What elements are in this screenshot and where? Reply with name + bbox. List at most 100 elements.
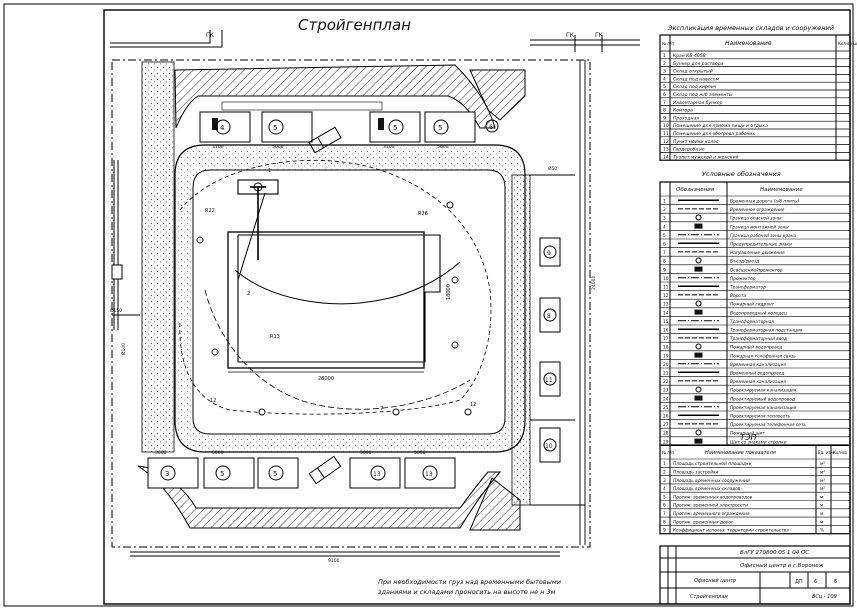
tep-row-name: Площадь временных сооружений [673,478,750,484]
sheet-frame [3,3,854,607]
plan-tag-1: 2 [247,291,250,297]
legend-symbol [694,266,703,272]
tower-crane-top [237,179,279,260]
legend-row-name: Щит со знаками стропки [730,439,787,445]
dim-top-4: 5000 [437,144,449,150]
shed-label-11: 9 [547,250,551,257]
tep-row-num: 2 [663,470,666,476]
legend-symbol [695,429,702,436]
tep-head-num: № п/п [662,450,674,455]
legend-symbol [695,343,702,350]
legend-row-name: Пожарный водопровод [730,345,783,351]
radius-label-3: R26 [418,211,428,217]
stamp-drawing-name: Стройгенплан [690,594,728,600]
explication-row-num: 13 [663,147,669,153]
legend-row-num: 7 [663,250,666,256]
shed-label-4: 5 [438,124,442,132]
legend-row-name: Временный водопровод [730,371,784,377]
legend-row-num: 15 [663,319,669,325]
dim-left-1: Ø150 [110,307,122,314]
plan-tag-5: 12 [210,398,216,404]
explication-row-name: Помещение для обогрева рабочих [673,131,755,137]
plan-tag-3: 7 [380,406,383,412]
sheds-bottom-row [147,457,456,489]
explication-row-num: 7 [663,100,666,106]
legend-row-name: Проектируемая телефонная сеть [730,422,806,428]
tep-row-unit: м² [820,471,825,476]
svg-text:ГК: ГК [595,32,604,39]
legend-row-num: 17 [663,336,669,342]
shed-label-10: 13 [425,471,433,478]
legend-row-num: 8 [663,259,666,265]
tep-title: ТЭП [740,433,757,442]
building-dim-bottom: 28000 [318,376,334,382]
legend-row-num: 5 [663,233,666,239]
legend-row-num: 10 [663,276,669,282]
truck-bottom [308,455,342,485]
legend-row-num: 28 [663,431,669,437]
stamp-code: ВлГУ 270800.05 1 04 ОС [740,550,809,556]
shed-label-3: 5 [393,124,397,132]
legend-symbol [695,386,702,393]
legend-row-num: 16 [663,328,669,334]
stamp-stage: ДП [795,579,803,585]
explication-head-qty: Кол-во шт [838,41,857,46]
drawing-title: Стройгенплан [298,16,411,34]
dim-top-2: 5000 [272,144,284,150]
danger-zone-bottom-right [469,477,521,531]
legend-row-name: Проектируемая теплосеть [730,414,791,420]
legend-row-name: Временная канализация [730,379,786,385]
legend-row-name: Пожарный гидрант [730,302,775,308]
explication-row-num: 6 [663,92,666,98]
crane-stand-markers [196,201,472,416]
left-inlet [111,160,140,330]
shed-label-5: 6 [489,124,493,131]
tep-row-num: 3 [663,478,666,484]
tep-row-name: Площадь строительной площадки [673,461,752,467]
legend-row-num: 29 [663,439,669,445]
title-block [659,545,851,605]
explication-row-num: 5 [663,84,666,90]
legend-row-num: 6 [663,242,666,248]
temporary-fence [111,59,591,548]
legend-row-num: 3 [663,216,666,222]
legend-row-name: Освещение/прожектор [730,267,783,273]
legend-row-name: Проектируемая канализация [730,388,797,394]
crane-axis-line [237,192,266,281]
tep-head-name: Наименование показателя [705,450,776,456]
legend-row-num: 2 [663,207,666,213]
legend-title: Условные обозначения [702,170,781,178]
explication-row-name: Склад под ж/б элементы [673,92,733,98]
explication-title: Экспликация временных складов и сооружен… [667,24,834,32]
explication-row-name: Туалет мужской и женский [673,154,739,160]
stamp-sheet-name: Офисный центр [694,578,736,584]
plan-note-line-2: зданиями и складами проносить на высоте … [378,588,556,596]
tep-row-unit: % [820,528,824,534]
legend-head-name: Наименование [760,187,803,193]
shed-label-7: 5 [220,470,224,478]
temporary-road-inner [192,169,506,435]
sheds-right-column [539,237,561,463]
danger-zone-bottom [137,465,502,529]
legend-row-name: Временное ограждение [730,207,785,213]
legend-row-name: Пожарная телефонная связь [730,353,796,359]
plan-tag-2: 1 [268,168,271,174]
crane-mount-zone-arc [179,159,492,415]
legend-row-num: 14 [663,310,669,316]
shed-label-1: 4 [220,124,225,132]
stamp-org: ВСц - 109 [812,594,837,600]
legend-row-name: Проектируемая канализация [730,405,797,411]
explication-row-num: 8 [663,108,666,114]
legend-row-num: 21 [663,371,669,377]
explication-row-name: Гардеробные [673,147,705,153]
plan-note-line-1: При необходимости груз над временными бы… [378,578,561,586]
svg-text:ГК: ГК [206,32,215,39]
explication-head-num: № п/п [662,41,674,46]
stamp-sheet-no: 6 [814,579,817,585]
legend-row-name: Трансформаторный ввод [730,336,787,342]
legend-row-num: 11 [663,285,669,291]
